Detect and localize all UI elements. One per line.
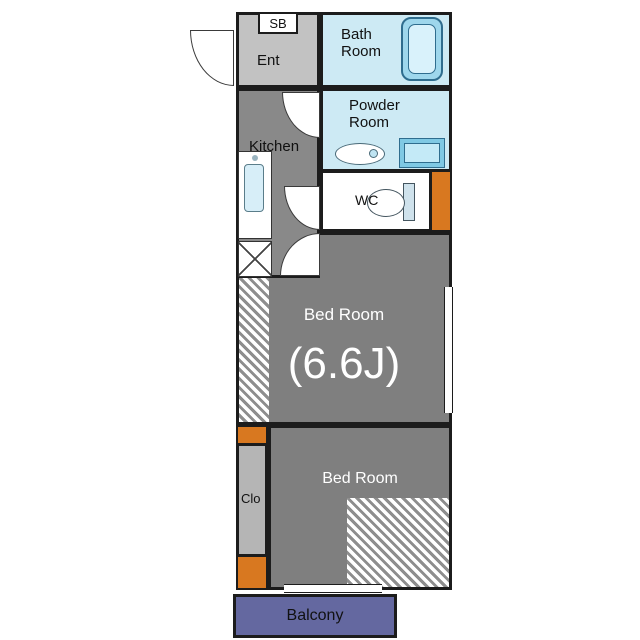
kitchen-sink-basin [244,164,264,212]
toilet-icon [359,181,419,225]
room-bathroom: Bath Room [320,12,452,88]
bathtub-inner [408,24,436,74]
toilet-bowl [367,189,405,217]
room-bedroom-1: Bed Room (6.6J) [236,232,452,425]
room-closet: Clo [236,443,268,557]
room-label-closet: Clo [241,491,261,506]
window-bedroom-2 [284,584,382,593]
kitchen-faucet-icon [252,155,258,161]
room-label-kitchen: Kitchen [249,138,300,155]
entrance-door-swing-arc [190,30,234,86]
wc-side-storage [430,170,452,232]
stove-icon [238,241,272,277]
room-label-shoe-box: SB [269,15,287,31]
hatched-area-bedroom-1 [239,278,269,422]
bathtub-icon [401,17,443,81]
room-size-bedroom-1: (6.6J) [287,339,401,388]
kitchen-sink-icon [238,151,272,239]
room-label-wc: WC [355,192,379,208]
window-bedroom-1 [444,287,453,413]
room-label-bedroom-2: Bed Room [322,470,398,487]
room-label-entrance: Ent [257,52,280,69]
room-balcony: Balcony [233,594,397,638]
room-label-bedroom-1: Bed Room [303,305,385,324]
room-label-powder: Powder Room [349,97,400,131]
washbasin-faucet [369,149,378,158]
closet-lower-storage [236,555,268,590]
room-bedroom-2: Bed Room [268,425,452,590]
shoe-box: SB [258,12,298,34]
washbasin-icon [335,143,385,165]
hatched-area-bedroom-2 [347,498,449,587]
room-label-bathroom: Bath Room [341,26,382,60]
closet-upper-storage [236,425,268,445]
room-wc: WC [320,170,432,232]
room-label-balcony: Balcony [286,607,344,624]
washing-machine-pan-icon [399,138,445,168]
room-powder: Powder Room [320,88,452,172]
washing-machine-pan-inner [404,143,440,163]
